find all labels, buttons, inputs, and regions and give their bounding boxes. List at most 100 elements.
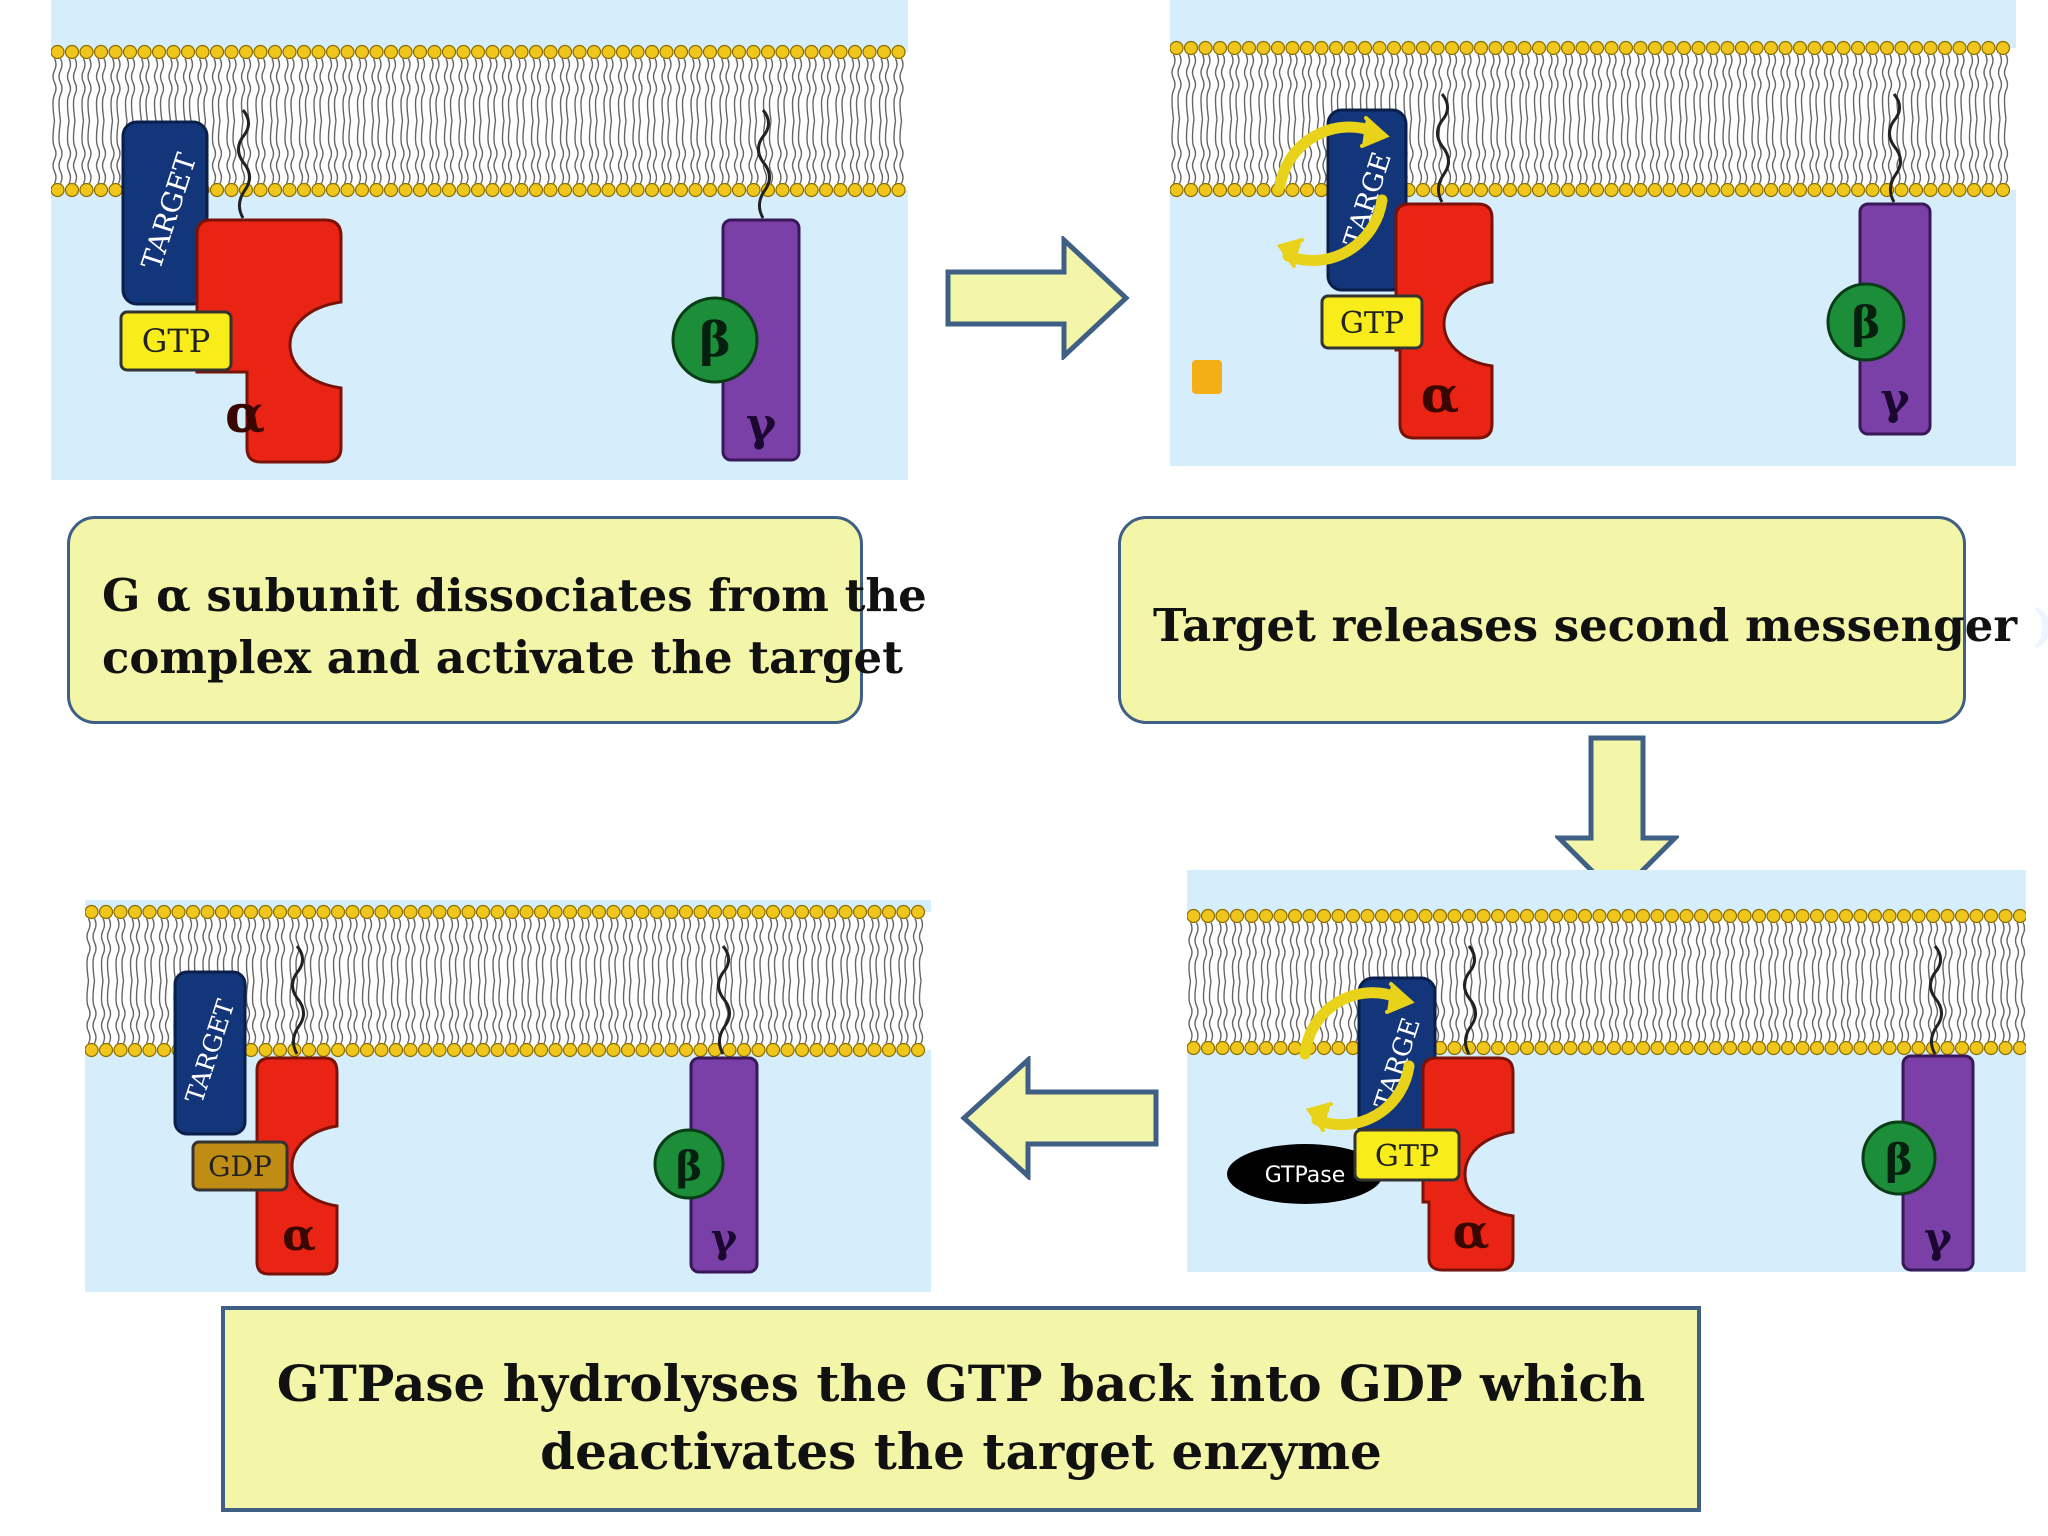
lipid-head (403, 1042, 418, 1058)
lipid-head (1183, 182, 1199, 198)
lipid-head (1372, 40, 1387, 56)
lipid-head (93, 44, 109, 60)
lipid-head (664, 1042, 679, 1058)
g-alpha-subunit: α (1421, 1056, 1515, 1272)
lipid-head (688, 182, 703, 198)
lipid-head (475, 1042, 491, 1058)
lipid-head (1389, 908, 1404, 924)
lipid-head (1592, 908, 1607, 924)
lipid-head (253, 182, 268, 198)
lipid-head (137, 44, 152, 60)
target-protein: TARGET (121, 120, 209, 306)
lipid-head (1896, 1040, 1912, 1056)
g-beta-subunit: β (1861, 1120, 1937, 1196)
lipid-head (644, 44, 660, 60)
lipid-head (1676, 182, 1692, 198)
lipid-head (1705, 182, 1721, 198)
lipid-head (533, 904, 549, 920)
lipid-head (1316, 908, 1332, 924)
lipid-head (1908, 182, 1924, 198)
lipid-head (1983, 908, 1999, 924)
lipid-head (359, 1042, 375, 1058)
lipid-head (1734, 40, 1750, 56)
lipid-head (85, 1042, 99, 1058)
lipid-head (1650, 908, 1665, 924)
lipid-head (2012, 1040, 2026, 1056)
lipid-head (330, 1042, 346, 1058)
lipid-head (1502, 182, 1518, 198)
lipid-head (804, 44, 819, 60)
lipid-head (417, 904, 433, 920)
lipid-head (441, 182, 457, 198)
lipid-head (1430, 40, 1445, 56)
lipid-head (1966, 182, 1982, 198)
g-alpha-tether (1436, 93, 1450, 203)
lipid-head (1635, 1040, 1651, 1056)
lipid-head (1187, 1040, 1201, 1056)
lipid-head (804, 182, 819, 198)
lipid-head (316, 1042, 331, 1058)
lipid-tails (52, 58, 904, 184)
lipid-head (180, 44, 196, 60)
lipid-head (722, 1042, 737, 1058)
lipid-head (456, 182, 471, 198)
lipid-head (427, 44, 442, 60)
caption-step-1-line-1: G α subunit dissociates from the (102, 569, 927, 622)
lipid-head (185, 904, 201, 920)
gtp-label: GTP (1340, 306, 1404, 341)
lipid-head (673, 44, 689, 60)
lipid-head (833, 44, 848, 60)
lipid-head (1229, 908, 1245, 924)
lipid-head (601, 182, 616, 198)
lipid-head (108, 182, 123, 198)
lipid-head (1546, 182, 1561, 198)
lipid-head (891, 182, 906, 198)
lipid-head (1618, 182, 1634, 198)
lipid-head (673, 182, 689, 198)
lipid-head (1575, 40, 1590, 56)
caption-step-2-line-1: Target releases second messenger ) (1153, 595, 2048, 657)
lipid-head (446, 904, 462, 920)
lipid-head (354, 182, 370, 198)
caption-step-2-trailing: ) (2033, 599, 2048, 652)
lipid-head (79, 44, 94, 60)
lipid-head (1879, 40, 1895, 56)
lipid-head (1360, 908, 1375, 924)
lipid-head (1882, 1040, 1897, 1056)
lipid-head (1563, 1040, 1578, 1056)
lipid-head (1606, 908, 1622, 924)
lipid-head (1894, 40, 1909, 56)
lipid-head (1693, 1040, 1709, 1056)
beta-label: β (676, 1143, 703, 1190)
lipid-head (620, 1042, 636, 1058)
panel-step-1: TARGET α GTP γ β (51, 0, 908, 480)
lipid-head (412, 182, 428, 198)
lipid-head (1505, 908, 1520, 924)
lipid-head (369, 182, 384, 198)
lipid-head (475, 904, 491, 920)
lipid-head (1531, 182, 1547, 198)
lipid-head (1995, 40, 2011, 56)
lipid-head (572, 182, 587, 198)
lipid-head (1850, 182, 1866, 198)
lipid-head (388, 904, 404, 920)
lipid-head (1708, 908, 1723, 924)
panel-step-3: TARGE α GTPase GTP γ β (1187, 870, 2026, 1272)
lipid-head (664, 904, 679, 920)
g-beta-subunit: β (671, 296, 759, 384)
g-gamma-tether (757, 109, 771, 219)
lipid-head (1490, 1040, 1506, 1056)
caption-step-3-line-1: GTPase hydrolyses the GTP back into GDP … (276, 1354, 1646, 1413)
lipid-head (1258, 1040, 1274, 1056)
lipid-head (1604, 182, 1619, 198)
lipid-head (142, 1042, 157, 1058)
lipid-head (1647, 182, 1663, 198)
lipid-head (577, 904, 592, 920)
lipid-head (620, 904, 636, 920)
lipid-head (282, 182, 297, 198)
lipid-head (693, 1042, 708, 1058)
lipid-head (142, 904, 157, 920)
lipid-head (586, 44, 602, 60)
arrow-left (960, 1056, 1159, 1180)
lipid-head (528, 44, 544, 60)
